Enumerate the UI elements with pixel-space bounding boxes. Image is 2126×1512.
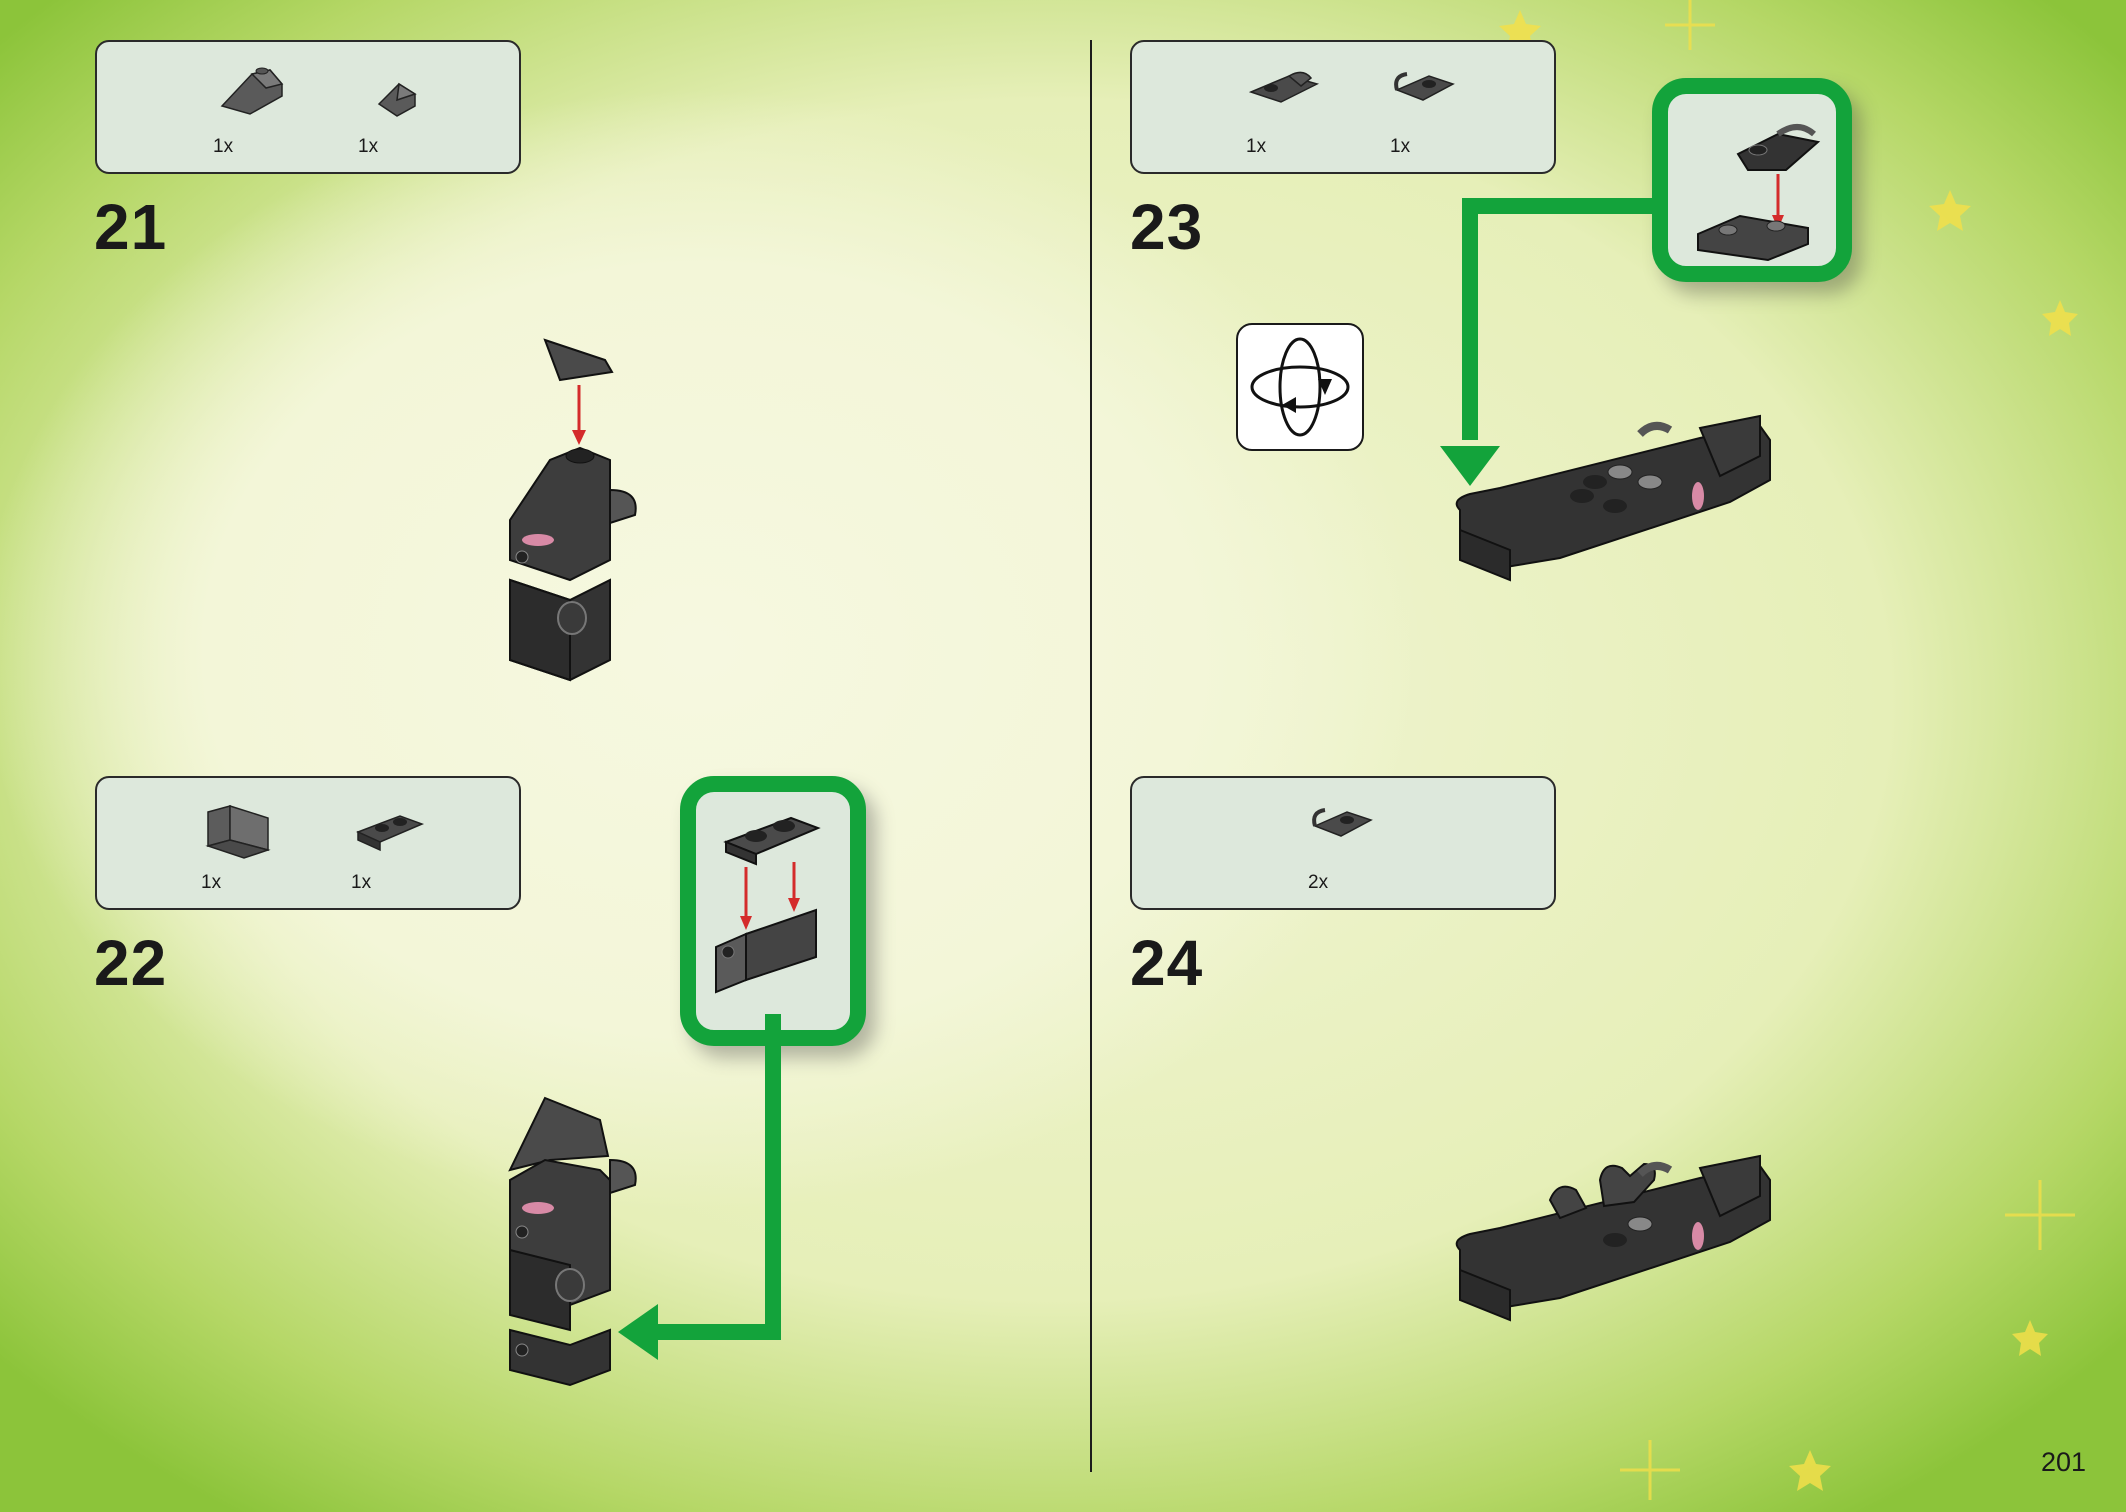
model-step-23-illustration [1455, 414, 1771, 582]
page-number: 201 [2040, 1447, 2086, 1477]
callout-green-arrow [1440, 198, 1652, 486]
part-quantity: 1x [358, 136, 379, 157]
part-bracket-1x2: 1x [195, 792, 285, 902]
step-number-23: 23 [1130, 191, 1204, 263]
callout-green-arrow [618, 1014, 781, 1360]
part-plate-with-clip: 2x [1302, 792, 1392, 902]
step-number-21: 21 [94, 191, 168, 263]
part-quantity: 1x [1246, 136, 1267, 157]
part-quantity: 1x [213, 136, 234, 157]
callout-sub-assembly-step-22 [680, 776, 866, 1046]
model-step-22-illustration [508, 1096, 637, 1387]
model-step-24-illustration [1455, 1154, 1771, 1322]
part-quantity: 1x [201, 872, 222, 893]
parts-list-step-22: 1x 1x [95, 776, 521, 910]
part-quantity: 2x [1308, 872, 1329, 893]
plate-with-clip-icon [1248, 71, 1320, 103]
page-divider [1090, 40, 1092, 1472]
part-slope-1x2: 1x [207, 56, 297, 166]
part-plate-with-bar: 1x [1384, 56, 1474, 166]
slope-1x1-icon [377, 82, 417, 117]
rotate-model-icon [1236, 323, 1364, 451]
callout-sub-assembly-step-23 [1652, 78, 1852, 282]
part-slope-1x1: 1x [352, 56, 442, 166]
step-number-24: 24 [1130, 927, 1204, 999]
part-plate-with-clip: 1x [1240, 56, 1330, 166]
bracket-1x2-icon [205, 804, 271, 859]
parts-list-step-21: 1x 1x [95, 40, 521, 174]
part-quantity: 1x [1390, 136, 1411, 157]
model-step-21-illustration [509, 338, 637, 682]
sub-assembly-illustration [715, 816, 821, 994]
slope-1x2-icon [220, 67, 284, 115]
plate-with-bar-icon [1394, 72, 1455, 101]
part-plate-with-pin: 1x [345, 792, 435, 902]
part-quantity: 1x [351, 872, 372, 893]
step-number-22: 22 [94, 927, 168, 999]
rotate-arrows-icon [1250, 337, 1350, 437]
parts-list-step-24: 2x [1130, 776, 1556, 910]
plate-with-clip-icon [1312, 808, 1373, 837]
parts-list-step-23: 1x 1x [1130, 40, 1556, 174]
sub-assembly-illustration [1697, 124, 1821, 262]
plate-with-pin-icon [356, 815, 425, 852]
